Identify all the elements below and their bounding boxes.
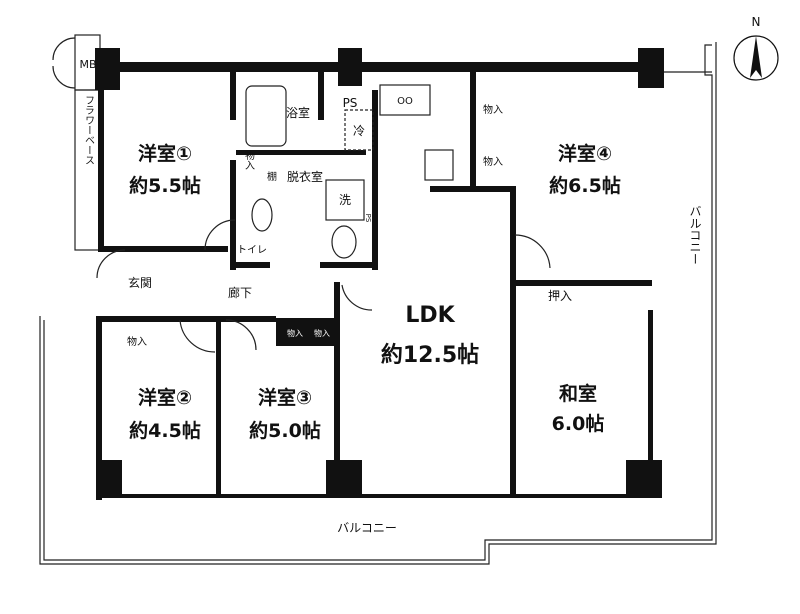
storage-label-kitchen1: 物入	[483, 103, 503, 116]
ps-side-label: PS	[364, 214, 372, 223]
room-western1-size: 約5.5帖	[129, 174, 201, 197]
flower-space-label: フラワーベース	[83, 95, 95, 165]
room-western4-size: 約6.5帖	[549, 174, 621, 197]
dressing-room-label: 脱衣室	[287, 169, 323, 184]
room-western2-name: 洋室②	[138, 386, 192, 409]
walls	[95, 48, 664, 500]
north-label: N	[752, 15, 761, 29]
north-arrow-icon: N	[733, 15, 779, 81]
entrance-label: 玄関	[128, 275, 152, 290]
room-ldk-size: 約12.5帖	[381, 342, 479, 368]
shelf-label: 棚	[267, 170, 277, 183]
fridge-label: 冷	[353, 124, 365, 138]
stove-label: OO	[397, 96, 413, 107]
room-japanese-name: 和室	[559, 382, 597, 405]
fixtures	[96, 84, 551, 353]
ps-top-label: PS	[343, 96, 358, 110]
balcony-outline	[39, 42, 717, 565]
storage-label-kitchen2: 物入	[483, 155, 503, 168]
bath-label: 浴室	[286, 105, 310, 120]
storage-label-hall1: 物入	[287, 328, 303, 338]
toilet-label: トイレ	[237, 245, 267, 256]
hallway-label: 廊下	[228, 285, 252, 300]
storage-label-dressing: 物入	[243, 149, 255, 170]
storage-label-hall2: 物入	[314, 328, 330, 338]
room-western1-name: 洋室①	[138, 142, 192, 165]
washer-label: 洗	[339, 193, 351, 207]
storage-label-room2: 物入	[127, 335, 147, 348]
room-western4-name: 洋室④	[558, 142, 612, 165]
room-ldk-name: LDK	[405, 303, 455, 328]
room-western2-size: 約4.5帖	[129, 419, 201, 442]
closet-label: 押入	[548, 289, 572, 303]
balcony-bottom-label: バルコニー	[337, 521, 397, 535]
mb-label: MB	[79, 58, 96, 71]
balcony-right-label: バルコニー	[688, 205, 702, 265]
room-western3-name: 洋室③	[258, 386, 312, 409]
room-western3-size: 約5.0帖	[249, 419, 321, 442]
room-japanese-size: 6.0帖	[552, 412, 605, 435]
